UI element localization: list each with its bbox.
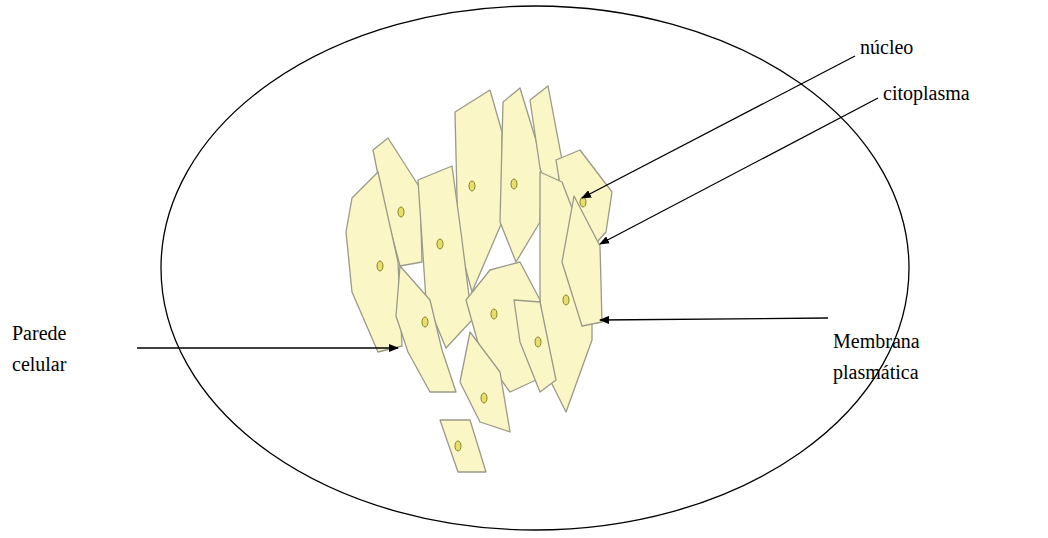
plant-cell <box>562 196 602 326</box>
leader-line <box>600 98 878 244</box>
leader-line <box>600 318 828 320</box>
part-label: citoplasma <box>883 78 970 109</box>
cell-nucleus <box>469 181 475 191</box>
cell-nucleus <box>535 337 541 347</box>
cell-nucleus <box>377 261 383 271</box>
cell-nucleus <box>580 197 586 207</box>
leader-line <box>582 56 855 198</box>
cell-nucleus <box>398 207 404 217</box>
plant-cell <box>514 300 556 392</box>
leader-line <box>137 347 398 348</box>
plant-cell <box>440 420 486 472</box>
part-label: Parede celular <box>12 318 102 380</box>
plant-cell <box>346 172 402 352</box>
cell-nucleus <box>422 317 428 327</box>
plant-cell <box>460 332 510 432</box>
plant-cell <box>396 266 456 392</box>
plant-cell <box>418 166 472 348</box>
part-label: Membrana plasmática <box>833 326 945 388</box>
cell-nucleus <box>563 295 569 305</box>
cell-nucleus <box>491 309 497 319</box>
cell-nucleus <box>511 179 517 189</box>
part-label: núcleo <box>860 32 913 63</box>
cell-nucleus <box>481 393 487 403</box>
cell-nucleus <box>455 441 461 451</box>
cell-nucleus <box>437 239 443 249</box>
field-of-view <box>161 6 909 530</box>
